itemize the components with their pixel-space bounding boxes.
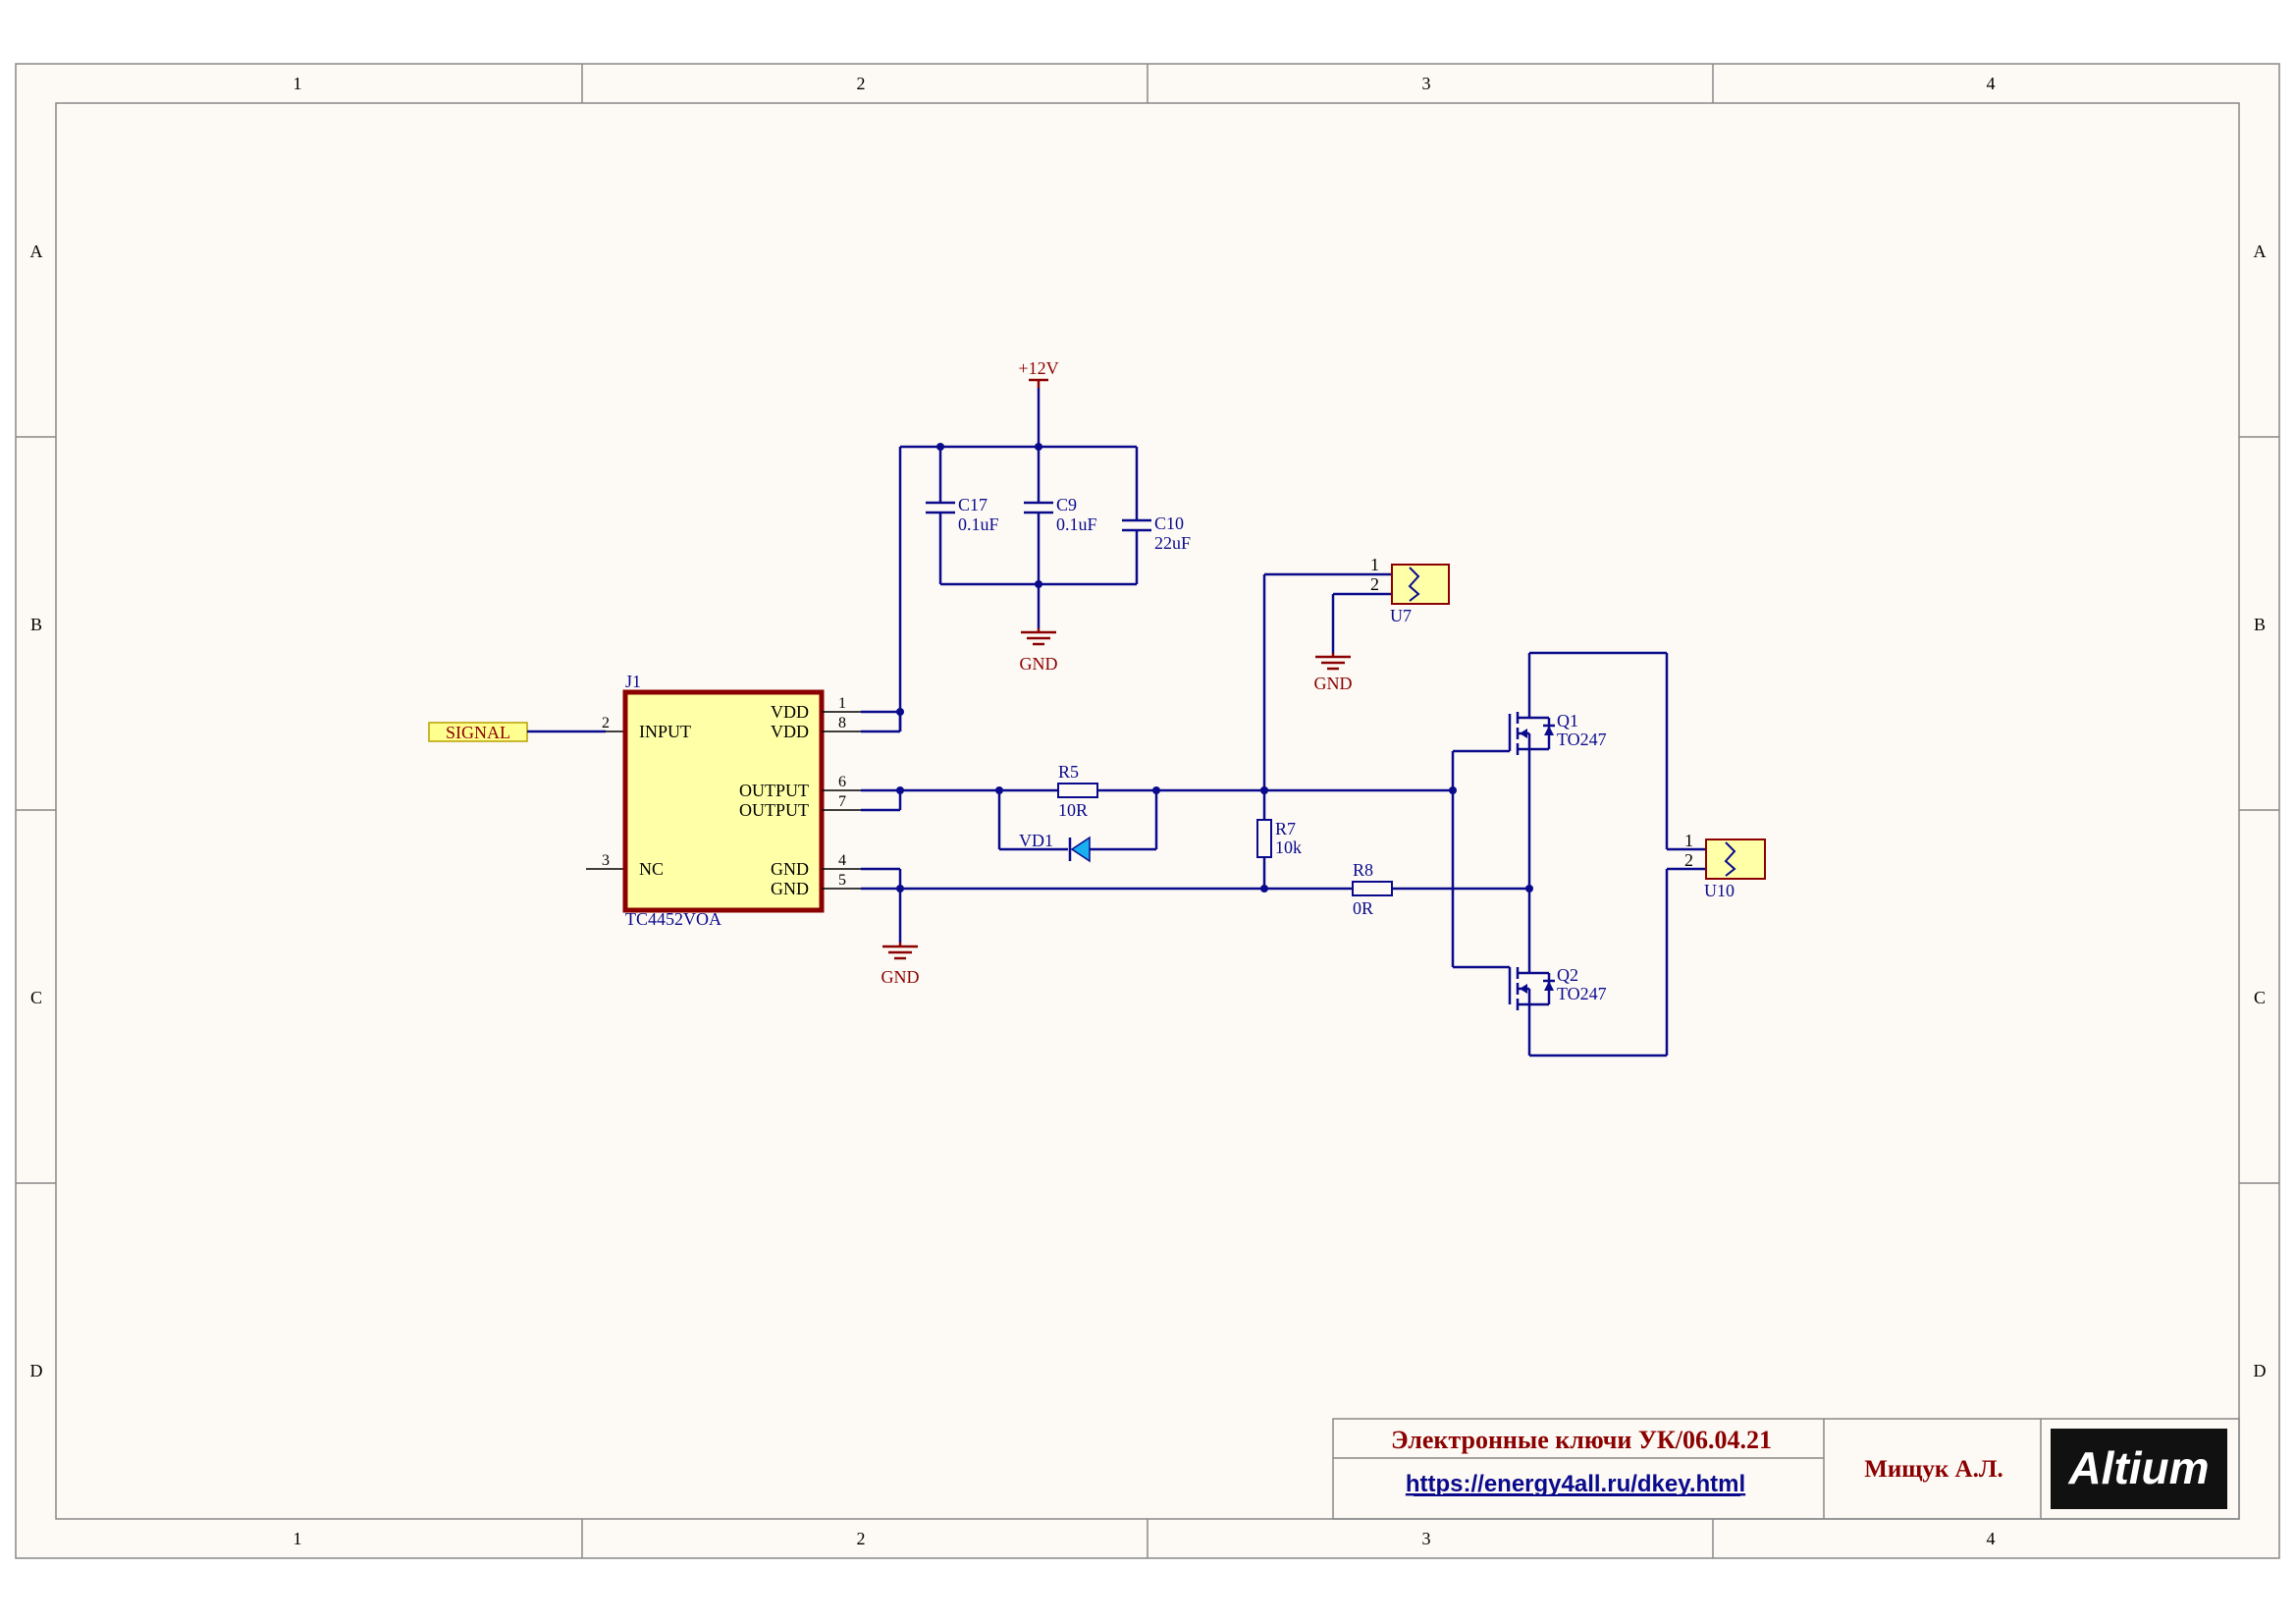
zone-row-c-right: C: [2254, 988, 2266, 1007]
zone-col-2-bottom: 2: [857, 1529, 866, 1548]
c9-value: 0.1uF: [1056, 514, 1097, 534]
ic-pin-vdd1: VDD: [771, 702, 809, 722]
zone-row-a-right: A: [2254, 242, 2267, 261]
title-block-url[interactable]: https://energy4all.ru/dkey.html: [1406, 1471, 1745, 1497]
connector-u10: 1 2 U10: [1684, 831, 1766, 900]
q1-designator: Q1: [1557, 711, 1578, 730]
junction: [1035, 580, 1042, 588]
zone-row-d-right: D: [2254, 1361, 2267, 1380]
u10-pin1: 1: [1684, 831, 1693, 850]
zone-col-3-bottom: 3: [1422, 1529, 1431, 1548]
ic-pin-gnd1: GND: [771, 859, 809, 879]
junction: [1260, 885, 1268, 893]
pin-6-num: 6: [838, 774, 846, 790]
ic-j1: J1 TC4452VOA INPUT NC VDD VDD OUTPUT OUT…: [622, 672, 825, 929]
junction: [1260, 786, 1268, 794]
mosfet-q2: Q2 TO247: [1508, 965, 1607, 1055]
r8-designator: R8: [1353, 860, 1373, 880]
r7-value: 10k: [1275, 838, 1302, 857]
r5-designator: R5: [1058, 762, 1079, 782]
c17-designator: C17: [958, 495, 988, 514]
ic-designator: J1: [625, 672, 641, 691]
u7-pin1: 1: [1370, 555, 1379, 574]
u7-pin2: 2: [1370, 574, 1379, 594]
vd1-designator: VD1: [1019, 831, 1053, 850]
ic-pin-out2: OUTPUT: [739, 800, 809, 820]
title-block-title: Электронные ключи УК/06.04.21: [1391, 1426, 1772, 1454]
pin-5-num: 5: [838, 872, 846, 889]
signal-port: SIGNAL: [428, 722, 528, 742]
zone-col-1-top: 1: [294, 74, 302, 93]
capacitor-c9: C9 0.1uF: [1024, 447, 1097, 628]
u10-designator: U10: [1704, 881, 1735, 900]
zone-row-c-left: C: [30, 988, 42, 1007]
u10-pin2: 2: [1684, 850, 1693, 870]
altium-logo-text: Altium: [2067, 1442, 2209, 1493]
zone-col-4-top: 4: [1987, 74, 1996, 93]
u7-designator: U7: [1390, 606, 1412, 625]
ic-pin-vdd2: VDD: [771, 722, 809, 741]
title-block-author: Мищук А.Л.: [1864, 1456, 2002, 1483]
ic-part: TC4452VOA: [625, 909, 721, 929]
zone-row-d-left: D: [30, 1361, 43, 1380]
title-block: Электронные ключи УК/06.04.21 https://en…: [1332, 1418, 2240, 1520]
diode-vd1: VD1: [1019, 831, 1091, 863]
zone-row-b-left: B: [30, 615, 42, 634]
zone-row-b-right: B: [2254, 615, 2266, 634]
connector-u7: 1 2 U7: [1370, 555, 1450, 625]
r8-value: 0R: [1353, 898, 1373, 918]
c10-value: 22uF: [1154, 533, 1191, 553]
zone-row-a-left: A: [30, 242, 43, 261]
zone-dividers: [16, 64, 2279, 1558]
pin-1-num: 1: [838, 695, 846, 712]
gnd-label-ic: GND: [881, 967, 920, 987]
junction: [936, 443, 944, 451]
zone-col-2-top: 2: [857, 74, 866, 93]
altium-logo: Altium: [2051, 1429, 2227, 1509]
pin-4-num: 4: [838, 852, 846, 869]
pin-2-num: 2: [602, 715, 610, 731]
capacitor-c10: C10 22uF: [1122, 447, 1191, 584]
ic-pin-out1: OUTPUT: [739, 781, 809, 800]
gnd-label-u7: GND: [1314, 674, 1353, 693]
zone-col-1-bottom: 1: [294, 1529, 302, 1548]
junction: [1035, 443, 1042, 451]
gnd-symbol-caps: GND: [1020, 628, 1058, 674]
c10-designator: C10: [1154, 514, 1184, 533]
capacitor-c17: C17 0.1uF: [926, 447, 999, 584]
junction: [896, 708, 904, 716]
ic-pin-nc: NC: [639, 859, 664, 879]
gnd-symbol-ic: GND: [881, 943, 920, 987]
mosfet-q1: Q1 TO247: [1508, 653, 1607, 755]
resistor-r7: R7 10k: [1256, 819, 1302, 858]
q2-package: TO247: [1557, 984, 1607, 1003]
resistor-r8: R8 0R: [1352, 860, 1393, 918]
vcc-symbol: +12V: [1018, 358, 1059, 388]
c9-designator: C9: [1056, 495, 1077, 514]
ic-pin-gnd2: GND: [771, 879, 809, 898]
pin-3-num: 3: [602, 852, 610, 869]
zone-col-4-bottom: 4: [1987, 1529, 1996, 1548]
c17-value: 0.1uF: [958, 514, 999, 534]
vcc-label: +12V: [1018, 358, 1058, 378]
ic-pin-input: INPUT: [639, 722, 691, 741]
pin-7-num: 7: [838, 793, 846, 810]
r5-value: 10R: [1058, 800, 1088, 820]
r7-designator: R7: [1275, 819, 1296, 839]
q2-designator: Q2: [1557, 965, 1578, 985]
signal-port-label: SIGNAL: [446, 723, 510, 742]
zone-col-3-top: 3: [1422, 74, 1431, 93]
pin-8-num: 8: [838, 715, 846, 731]
ic-right-pins: [822, 711, 861, 890]
gnd-symbol-u7: GND: [1314, 653, 1353, 693]
gnd-label-caps: GND: [1020, 654, 1058, 674]
drawing-area: [55, 102, 2240, 1520]
q1-package: TO247: [1557, 730, 1607, 749]
